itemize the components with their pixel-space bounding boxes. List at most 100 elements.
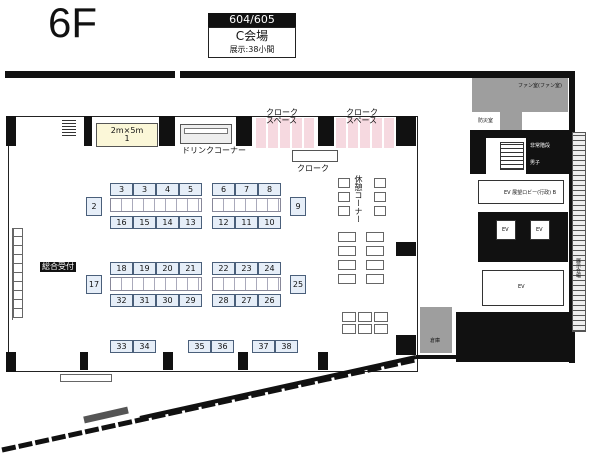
booth-17[interactable]: 17 (86, 275, 102, 294)
rest-corner-tables (338, 178, 390, 224)
pillar (396, 335, 416, 355)
booth-3b[interactable]: 3 (133, 183, 156, 196)
booth-18[interactable]: 18 (110, 262, 133, 275)
booth-7[interactable]: 7 (235, 183, 258, 196)
pillar (80, 352, 88, 370)
top-wall-right (180, 71, 573, 78)
room-number: 604/605 (208, 13, 296, 27)
cloak-label: クローク (297, 164, 329, 173)
booth-13[interactable]: 13 (179, 216, 202, 229)
small-label-4: 男子 (530, 160, 541, 166)
booth-14[interactable]: 14 (156, 216, 179, 229)
booth-8[interactable]: 8 (258, 183, 281, 196)
booth-32[interactable]: 32 (110, 294, 133, 307)
pillar (236, 116, 252, 146)
floor-label: 6F (48, 0, 98, 46)
booth-27[interactable]: 27 (235, 294, 258, 307)
pillar (318, 116, 334, 146)
booth-size-label: 2m×5m (110, 126, 144, 135)
cloak-space-left (256, 118, 316, 148)
ev-label-2: EV (536, 227, 543, 233)
booth-back-strip (212, 277, 281, 291)
room-capacity: 展示:38小間 (229, 45, 275, 54)
main-hall (8, 116, 418, 372)
booth-28[interactable]: 28 (212, 294, 235, 307)
booth-1[interactable]: 2m×5m 1 (96, 123, 158, 147)
fan-room-lower (500, 112, 522, 130)
reception-label: 総合受付 (40, 262, 76, 272)
small-label-2: 倉庫 (430, 338, 441, 344)
booth-4[interactable]: 4 (156, 183, 179, 196)
ev-lobby (478, 180, 564, 204)
booth-20[interactable]: 20 (156, 262, 179, 275)
booth-37[interactable]: 37 (252, 340, 275, 353)
entrance-sofa (60, 374, 112, 382)
booth-38[interactable]: 38 (275, 340, 298, 353)
core-wall (526, 138, 570, 174)
pillar (396, 116, 416, 146)
cloak-space-right (336, 118, 396, 148)
core-wall (470, 130, 570, 138)
pillar (318, 352, 328, 370)
cloak-counter (292, 150, 338, 162)
fan-room-label: ファン室(ファン室) (518, 83, 562, 89)
booth-3[interactable]: 3 (110, 183, 133, 196)
booth-number: 1 (124, 134, 130, 143)
pillar (6, 116, 16, 146)
booth-35[interactable]: 35 (188, 340, 211, 353)
ev-label-3: EV (518, 284, 525, 290)
pillar (84, 116, 92, 146)
cloak-space-right-label-1: クローク (346, 108, 378, 117)
booth-30[interactable]: 30 (156, 294, 179, 307)
drink-corner-inner (184, 128, 228, 134)
booth-23[interactable]: 23 (235, 262, 258, 275)
booth-34[interactable]: 34 (133, 340, 156, 353)
booth-29[interactable]: 29 (179, 294, 202, 307)
reception-desks (12, 228, 34, 320)
stairwell (500, 142, 524, 170)
ev-car-1 (496, 220, 516, 240)
booth-24[interactable]: 24 (258, 262, 281, 275)
ev-label-1: EV (502, 227, 509, 233)
booth-31[interactable]: 31 (133, 294, 156, 307)
storage-room (420, 307, 452, 353)
rest-tables-lower (338, 232, 390, 296)
room-info: C会場 展示:38小間 (208, 27, 296, 58)
core-bottom (456, 312, 570, 362)
booth-back-strip (110, 198, 202, 212)
right-stairs-label: 展示会場 (575, 258, 581, 278)
booth-9[interactable]: 9 (290, 197, 306, 216)
core-wall (470, 138, 486, 174)
booth-11[interactable]: 11 (235, 216, 258, 229)
pillar (6, 352, 16, 372)
booth-12[interactable]: 12 (212, 216, 235, 229)
top-wall-left (5, 71, 175, 78)
right-stairs (572, 132, 586, 332)
booth-25[interactable]: 25 (290, 275, 306, 294)
pillar (163, 352, 173, 370)
pillar (159, 116, 175, 146)
rest-tables-bottom (342, 312, 390, 334)
booth-16[interactable]: 16 (110, 216, 133, 229)
ev-core (478, 212, 568, 262)
pillar (396, 242, 416, 256)
booth-26[interactable]: 26 (258, 294, 281, 307)
booth-19[interactable]: 19 (133, 262, 156, 275)
booth-36[interactable]: 36 (211, 340, 234, 353)
cloak-space-left-label-2: スペース (266, 116, 298, 125)
rest-corner-label: 休憩コーナー (354, 175, 363, 223)
booth-5[interactable]: 5 (179, 183, 202, 196)
booth-back-strip (212, 198, 281, 212)
ev-room-3 (482, 270, 564, 306)
booth-33[interactable]: 33 (110, 340, 133, 353)
booth-10[interactable]: 10 (258, 216, 281, 229)
booth-15[interactable]: 15 (133, 216, 156, 229)
booth-2[interactable]: 2 (86, 197, 102, 216)
ev-lobby-label: EV 展望ロビー(行政) B (504, 190, 557, 196)
booth-22[interactable]: 22 (212, 262, 235, 275)
booth-6[interactable]: 6 (212, 183, 235, 196)
booth-21[interactable]: 21 (179, 262, 202, 275)
pillar (238, 352, 248, 370)
fan-room (472, 78, 568, 112)
